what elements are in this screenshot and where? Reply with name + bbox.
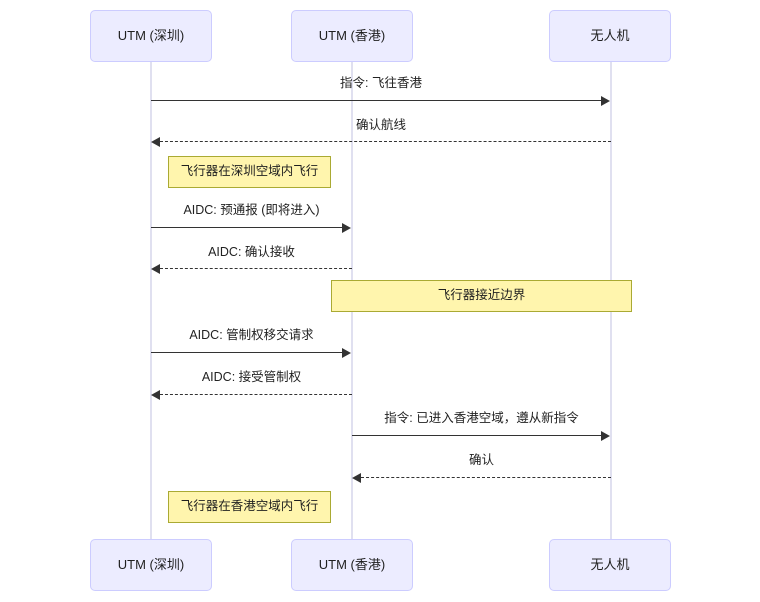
- message-arrowhead-8: [352, 472, 361, 483]
- lifeline-utm-shenzhen: [150, 62, 152, 539]
- message-line-2: [160, 141, 611, 142]
- message-line-1: [151, 100, 602, 101]
- message-line-7: [352, 435, 602, 436]
- message-label-5: AIDC: 管制权移交请求: [189, 328, 314, 342]
- note-flight-in-hongkong-airspace: 飞行器在香港空域内飞行: [168, 491, 331, 523]
- message-arrowhead-3: [342, 222, 351, 233]
- message-arrowhead-7: [601, 430, 610, 441]
- participant-label: UTM (深圳): [117, 556, 185, 572]
- message-arrowhead-5: [342, 347, 351, 358]
- message-label-6: AIDC: 接受管制权: [201, 370, 302, 384]
- message-label-4: AIDC: 确认接收: [208, 245, 295, 259]
- participant-bottom-uav[interactable]: 无人机: [549, 539, 671, 591]
- participant-label: UTM (香港): [318, 27, 386, 43]
- message-label-2: 确认航线: [355, 118, 406, 132]
- participant-top-uav[interactable]: 无人机: [549, 10, 671, 62]
- participant-top-utm-hongkong[interactable]: UTM (香港): [291, 10, 413, 62]
- message-arrowhead-6: [151, 389, 160, 400]
- note-label: 飞行器在香港空域内飞行: [180, 499, 319, 514]
- participant-label: UTM (深圳): [117, 27, 185, 43]
- note-label: 飞行器在深圳空域内飞行: [180, 164, 319, 179]
- message-label-1: 指令: 飞往香港: [340, 76, 422, 90]
- message-label-7: 指令: 已进入香港空域，遵从新指令: [384, 411, 579, 425]
- message-arrowhead-4: [151, 263, 160, 274]
- message-label-8: 确认: [468, 453, 494, 467]
- message-arrowhead-2: [151, 136, 160, 147]
- participant-top-utm-shenzhen[interactable]: UTM (深圳): [90, 10, 212, 62]
- participant-bottom-utm-shenzhen[interactable]: UTM (深圳): [90, 539, 212, 591]
- message-line-4: [160, 268, 352, 269]
- note-approaching-boundary: 飞行器接近边界: [331, 280, 632, 312]
- participant-bottom-utm-hongkong[interactable]: UTM (香港): [291, 539, 413, 591]
- message-line-6: [160, 394, 352, 395]
- participant-label: 无人机: [590, 27, 630, 43]
- message-label-3: AIDC: 预通报 (即将进入): [183, 203, 320, 217]
- note-label: 飞行器接近边界: [437, 288, 526, 303]
- message-line-5: [151, 352, 343, 353]
- message-line-8: [361, 477, 611, 478]
- message-line-3: [151, 227, 343, 228]
- participant-label: UTM (香港): [318, 556, 386, 572]
- note-flight-in-shenzhen-airspace: 飞行器在深圳空域内飞行: [168, 156, 331, 188]
- message-arrowhead-1: [601, 95, 610, 106]
- participant-label: 无人机: [590, 556, 630, 572]
